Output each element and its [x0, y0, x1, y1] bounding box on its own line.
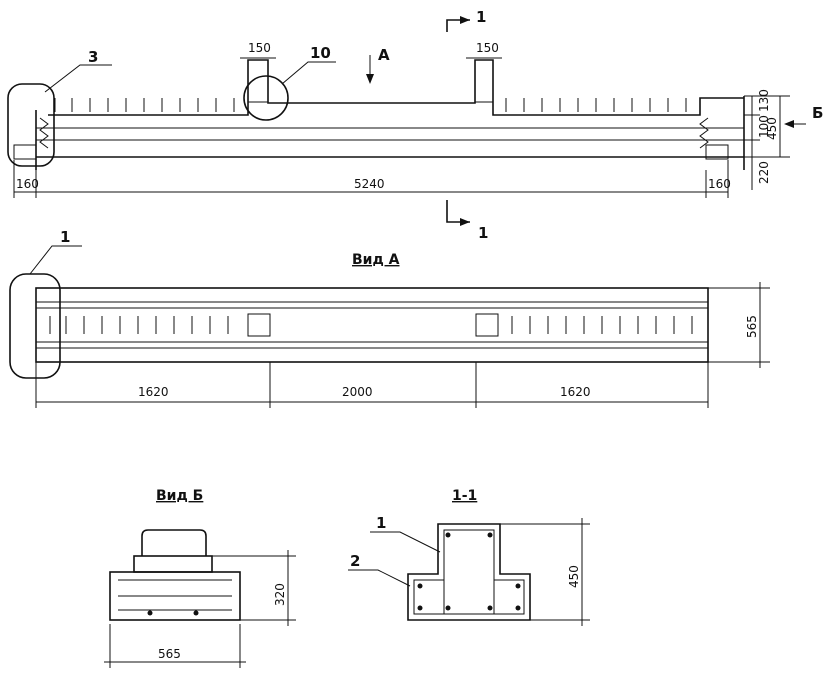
dim-viewa-seg3: 1620	[560, 385, 591, 399]
dim-h100: 100	[757, 115, 771, 138]
elevation-end-hatch-left	[39, 117, 49, 149]
dim-viewa-width: 565	[745, 315, 759, 338]
dim-viewa-seg1: 1620	[138, 385, 169, 399]
dim-section-height: 450	[567, 565, 581, 588]
dim-viewb-width: 565	[158, 647, 181, 661]
dim-viewa-seg2: 2000	[342, 385, 373, 399]
section-caption: 1-1	[452, 488, 477, 504]
dim-150-right: 150	[476, 41, 499, 55]
section-outline	[407, 523, 531, 621]
dim-150-left: 150	[248, 41, 271, 55]
elevation-top-outline	[48, 59, 744, 116]
view-a-arrow-label: А	[378, 46, 390, 64]
view-a: Вид А 1 1620	[9, 228, 770, 408]
view-a-caption: Вид А	[352, 252, 400, 268]
view-a-callout-1: 1	[60, 228, 70, 246]
section-mark-top: 1	[476, 8, 486, 26]
view-a-ticks-right	[511, 316, 693, 334]
view-b: Вид Б 320 565	[104, 488, 296, 668]
dim-h130: 130	[757, 89, 771, 112]
view-b-caption: Вид Б	[156, 488, 203, 504]
section-callout-2: 2	[350, 552, 360, 570]
view-b-body	[109, 571, 241, 621]
view-a-detail-frame	[9, 273, 61, 379]
dim-h450: 450	[765, 117, 779, 140]
view-b-flange	[133, 555, 213, 573]
callout-3-label: 3	[88, 48, 98, 66]
detail-3-callout-frame	[7, 83, 55, 167]
view-b-top-block	[141, 529, 207, 556]
section-1-1: 1-1 1 2 450	[348, 488, 590, 626]
elevation-end-hatch-right	[699, 117, 709, 149]
dim-viewb-height: 320	[273, 583, 287, 606]
elevation-ticks-right	[505, 98, 687, 112]
detail-10-callout-circle	[243, 75, 289, 121]
view-a-outline	[35, 287, 709, 363]
section-callout-1: 1	[376, 514, 386, 532]
view-b-arrow-label: Б	[812, 104, 823, 122]
view-a-ticks-left	[49, 316, 229, 334]
dim-end-left: 160	[16, 177, 39, 191]
section-mark-bottom: 1	[478, 224, 488, 242]
dim-total-length: 5240	[354, 177, 385, 191]
elevation-ticks-left	[54, 98, 235, 112]
callout-10-label: 10	[310, 44, 331, 62]
dim-h220: 220	[757, 161, 771, 184]
elevation-view: 3 10 А Б 1 1 150 150 160 5240 160	[7, 8, 823, 242]
dim-end-right: 160	[708, 177, 731, 191]
